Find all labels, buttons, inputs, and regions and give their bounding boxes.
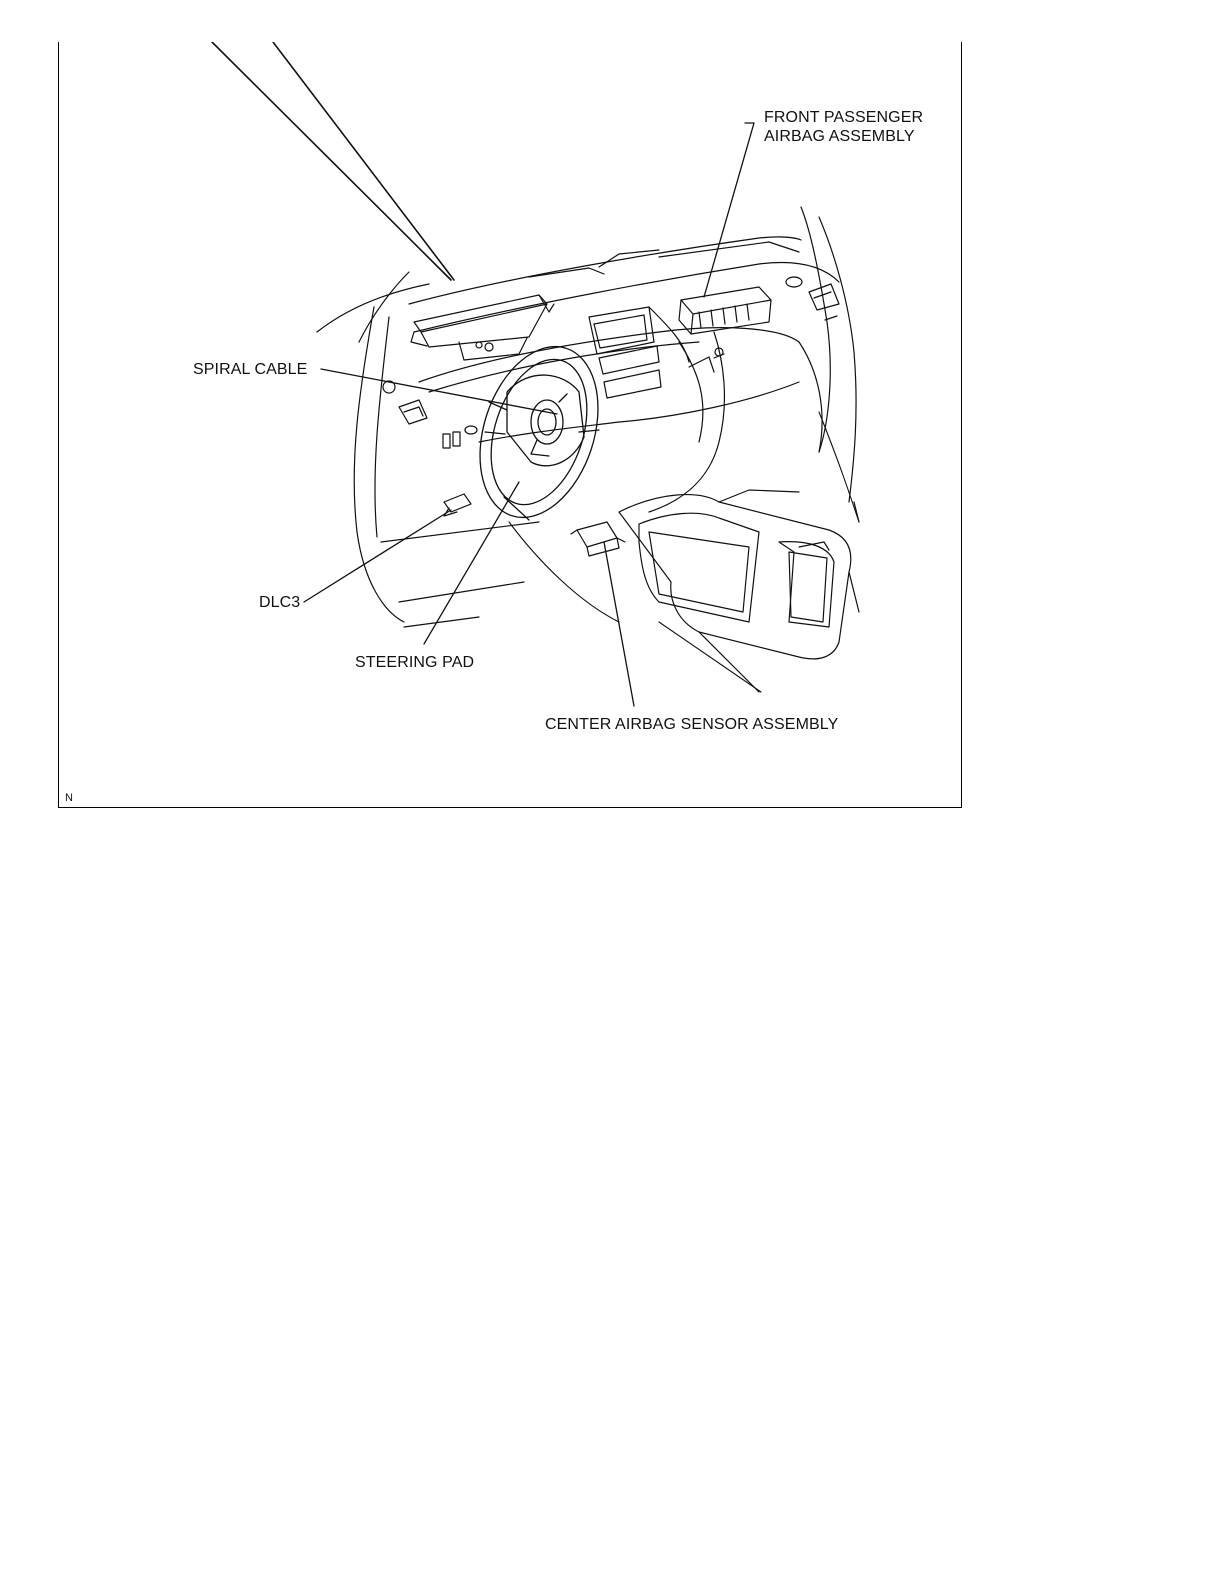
front-passenger-airbag-label: FRONT PASSENGER AIRBAG ASSEMBLY bbox=[764, 108, 923, 146]
figure-id: N bbox=[65, 792, 73, 804]
steering-pad-label: STEERING PAD bbox=[355, 653, 474, 672]
airbag-location-diagram: FRONT PASSENGER AIRBAG ASSEMBLY SPIRAL C… bbox=[58, 42, 962, 808]
center-airbag-sensor bbox=[571, 522, 625, 556]
callout-lines bbox=[304, 123, 754, 706]
dashboard-outline bbox=[409, 207, 859, 522]
left-vents bbox=[383, 381, 477, 448]
dashboard-illustration bbox=[59, 42, 963, 808]
center-console bbox=[619, 490, 859, 692]
passenger-airbag bbox=[679, 287, 771, 358]
floor-lines bbox=[509, 412, 859, 692]
spiral-cable-label: SPIRAL CABLE bbox=[193, 360, 307, 379]
leader-lines bbox=[212, 42, 454, 280]
right-vent bbox=[786, 277, 839, 320]
dlc3-connector bbox=[444, 494, 471, 516]
dlc3-label: DLC3 bbox=[259, 593, 300, 612]
center-airbag-sensor-label: CENTER AIRBAG SENSOR ASSEMBLY bbox=[545, 715, 838, 734]
